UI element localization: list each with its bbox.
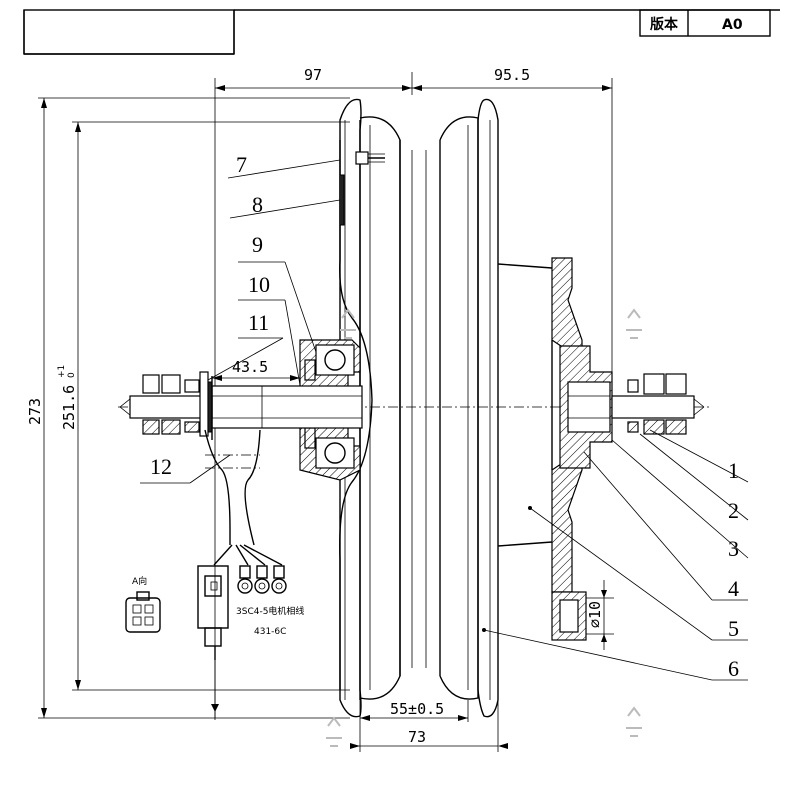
watermark bbox=[326, 308, 642, 747]
callout-3: 3 bbox=[728, 536, 739, 561]
dim-rim-tol-lower: 0 bbox=[67, 372, 77, 378]
callout-5: 5 bbox=[728, 616, 739, 641]
wheel-rim bbox=[339, 98, 499, 718]
callout-1: 1 bbox=[728, 458, 739, 483]
left-dimensions: 273 251.6 +1 0 bbox=[26, 97, 350, 719]
top-dimensions: 97 95.5 bbox=[214, 66, 613, 720]
title-block: 版本 A0 bbox=[639, 9, 771, 37]
callout-6: 6 bbox=[728, 656, 739, 681]
dim-axle-length: 43.5 bbox=[232, 358, 268, 376]
a-view-label: A向 bbox=[132, 575, 147, 587]
version-label: 版本 bbox=[650, 16, 679, 33]
leader-lines bbox=[140, 159, 749, 681]
callout-11: 11 bbox=[248, 310, 269, 335]
dim-rim-height: 251.6 bbox=[60, 385, 78, 430]
a-view-connector: A向 bbox=[125, 575, 161, 633]
dim-left-width: 97 bbox=[304, 66, 322, 84]
motor-cable: 3SC4-5电机相线 431-6C bbox=[197, 429, 304, 718]
dim-rim-tol-upper: +1 bbox=[57, 365, 67, 378]
version-value: A0 bbox=[722, 17, 743, 33]
callout-12: 12 bbox=[150, 454, 172, 479]
callout-4: 4 bbox=[728, 576, 739, 601]
right-hub: ⌀10 bbox=[497, 257, 614, 650]
callout-9: 9 bbox=[252, 232, 263, 257]
callout-7: 7 bbox=[236, 152, 247, 177]
callout-2: 2 bbox=[728, 498, 739, 523]
callout-10: 10 bbox=[248, 272, 270, 297]
dim-rim-outer-width: 73 bbox=[408, 728, 426, 746]
dim-overall-height: 273 bbox=[26, 398, 44, 425]
dim-right-width: 95.5 bbox=[494, 66, 530, 84]
cable-label: 3SC4-5电机相线 bbox=[236, 605, 304, 617]
callout-8: 8 bbox=[252, 192, 263, 217]
dim-rim-inner-width: 55±0.5 bbox=[390, 700, 444, 718]
bottom-dimensions: 55±0.5 73 bbox=[350, 700, 508, 752]
dim-hole-dia: ⌀10 bbox=[586, 601, 604, 628]
left-cover bbox=[339, 140, 385, 690]
cable-code: 431-6C bbox=[254, 627, 286, 637]
left-axle: 43.5 bbox=[119, 358, 363, 440]
right-axle bbox=[611, 373, 705, 435]
callout-labels: 7 8 9 10 11 12 1 2 3 4 5 6 bbox=[150, 152, 739, 681]
